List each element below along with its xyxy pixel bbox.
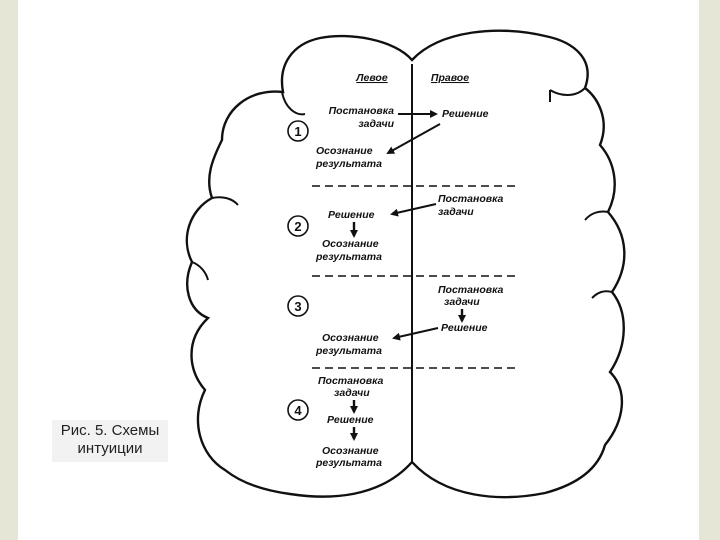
solution-label: Решение <box>442 108 489 120</box>
scheme-number-badge <box>287 399 309 421</box>
task-setting-label: Постановка <box>438 193 504 205</box>
brain-outline <box>185 29 626 499</box>
caption-line-2: интуиции <box>77 440 143 457</box>
fold-curve <box>584 210 609 221</box>
fold-curve <box>211 196 239 206</box>
result-awareness-label: результата <box>315 457 382 469</box>
task-setting-label: задачи <box>358 118 394 130</box>
result-awareness-label: результата <box>315 158 382 170</box>
scheme-number: 1 <box>294 124 301 139</box>
result-awareness-label: результата <box>315 345 382 357</box>
right-hemisphere-header: Правое <box>431 72 469 84</box>
figure-caption: Рис. 5. Схемы интуиции <box>52 420 168 462</box>
scheme-2: 2 Постановка задачи Решение Осознание ре… <box>287 193 504 263</box>
task-setting-label: задачи <box>444 296 480 308</box>
fold-curve <box>191 261 209 281</box>
solution-label: Решение <box>441 322 488 334</box>
task-setting-label: задачи <box>438 206 474 218</box>
scheme-1: 1 Постановка задачи Решение Осознание ре… <box>287 105 489 170</box>
task-setting-label: Постановка <box>438 284 504 296</box>
scheme-number-badge <box>287 120 309 142</box>
fold-curve <box>549 87 586 96</box>
arrow <box>392 327 439 341</box>
solution-label: Решение <box>327 414 374 426</box>
scheme-number-badge <box>287 215 309 237</box>
result-awareness-label: Осознание <box>316 145 373 157</box>
arrow <box>386 123 441 154</box>
fold-curve <box>281 91 306 116</box>
scheme-3: 3 Постановка задачи Решение Осознание ре… <box>287 284 504 357</box>
task-setting-label: Постановка <box>329 105 395 117</box>
fold-curve <box>591 290 613 299</box>
left-hemisphere-header: Левое <box>355 72 388 84</box>
scheme-4: 4 Постановка задачи Решение Осознание ре… <box>287 375 384 469</box>
task-setting-label: задачи <box>334 387 370 399</box>
result-awareness-label: Осознание <box>322 445 379 457</box>
task-setting-label: Постановка <box>318 375 384 387</box>
result-awareness-label: Осознание <box>322 332 379 344</box>
caption-line-1: Рис. 5. Схемы <box>60 422 160 439</box>
arrow <box>390 203 437 217</box>
result-awareness-label: результата <box>315 251 382 263</box>
result-awareness-label: Осознание <box>322 238 379 250</box>
left-margin-band <box>0 0 18 540</box>
right-margin-band <box>699 0 720 540</box>
scheme-number: 4 <box>294 403 302 418</box>
scheme-number-badge <box>287 295 309 317</box>
scheme-number: 3 <box>294 299 301 314</box>
scheme-number: 2 <box>294 219 301 234</box>
solution-label: Решение <box>328 209 375 221</box>
